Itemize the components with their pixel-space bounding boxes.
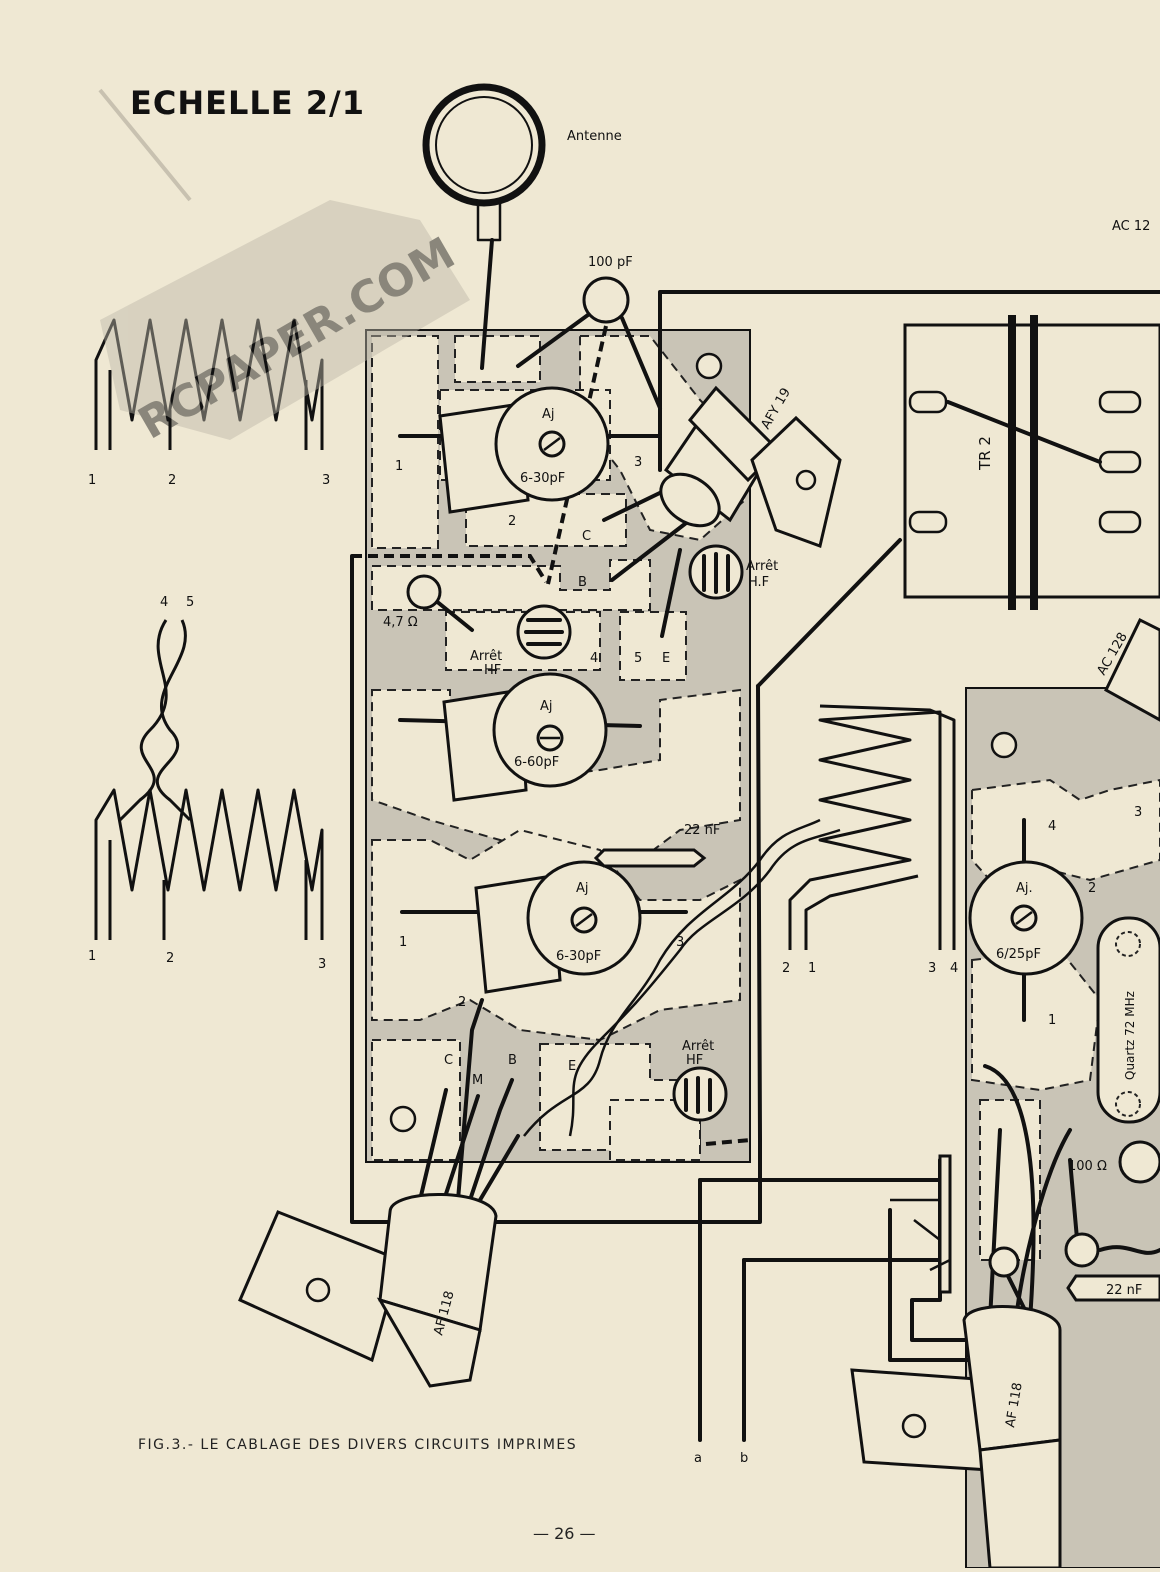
pin-label: E bbox=[662, 651, 670, 666]
coil-pin: 2 bbox=[782, 961, 790, 976]
coil-pin: 1 bbox=[88, 473, 96, 488]
resistor-4-7-ohm: 4,7 Ω bbox=[383, 574, 442, 630]
page-number: — 26 — bbox=[533, 1524, 596, 1543]
transistor-af118-right: AF 118 bbox=[850, 1305, 1062, 1570]
transistor-afy19: AFY 19 bbox=[659, 386, 842, 548]
pin-label: 4 bbox=[1048, 819, 1056, 834]
arret-hf-mid: Arrêt bbox=[470, 649, 502, 664]
arret-hf-bot2: HF bbox=[686, 1053, 703, 1068]
pin-label: 3 bbox=[1134, 805, 1142, 820]
arret-hf-bot: Arrêt bbox=[682, 1039, 714, 1054]
pin-label: 5 bbox=[634, 651, 642, 666]
cap-100pf-label: 100 pF bbox=[588, 255, 633, 270]
coil-top: 1 2 3 bbox=[88, 318, 330, 488]
right-board-pins: 4 2 1 3 bbox=[1048, 805, 1142, 1028]
trimmer3-name: Aj bbox=[576, 881, 589, 896]
hf-choke-top: Arrêt H.F bbox=[688, 544, 778, 600]
coil-middle: 2 1 3 4 bbox=[782, 704, 958, 976]
quartz-crystal: Quartz 72 MHz bbox=[1096, 916, 1160, 1124]
antenna-label: Antenne bbox=[567, 129, 622, 144]
capacitor-100pf: 100 pF bbox=[582, 255, 633, 324]
coil-pin: 1 bbox=[808, 961, 816, 976]
pin-label: 2 bbox=[1088, 881, 1096, 896]
cap-22nf-label: 22 nF bbox=[684, 823, 720, 838]
pin-label: 1 bbox=[1048, 1013, 1056, 1028]
transistor-af118-left: AF 118 bbox=[238, 1193, 498, 1388]
coil-pin: 1 bbox=[88, 949, 96, 964]
coil-pin: 5 bbox=[186, 595, 194, 610]
pin-label: B bbox=[508, 1053, 517, 1068]
capacitor-22nf: 22 nF bbox=[593, 823, 720, 868]
bottom-board-pins: 1 3 2 C M B E bbox=[399, 935, 684, 1088]
pin-label: 4 bbox=[590, 651, 598, 666]
page-title: ECHELLE 2/1 bbox=[130, 84, 365, 122]
coil-pin: 3 bbox=[318, 957, 326, 972]
pin-label: M bbox=[472, 1073, 483, 1088]
pin-label: 3 bbox=[634, 455, 642, 470]
coil-pin: 3 bbox=[322, 473, 330, 488]
trimmer1-value: 6-30pF bbox=[520, 471, 565, 486]
res-100-label: 100 Ω bbox=[1068, 1159, 1107, 1174]
trimmer4-name: Aj. bbox=[1016, 881, 1033, 896]
trimmer-4: Aj. 6/25pF bbox=[968, 818, 1084, 1022]
trimmer4-value: 6/25pF bbox=[996, 947, 1041, 962]
trimmer2-value: 6-60pF bbox=[514, 755, 559, 770]
transformer-tr2: TR 2 bbox=[903, 315, 1160, 610]
coil-pin: 2 bbox=[166, 951, 174, 966]
coil-pin: 2 bbox=[168, 473, 176, 488]
res-47-label: 4,7 Ω bbox=[383, 615, 418, 630]
pin-label: C bbox=[444, 1053, 453, 1068]
mounting-hole bbox=[389, 1105, 417, 1133]
arret-hf-mid2: HF bbox=[484, 663, 501, 678]
pin-label: B bbox=[578, 575, 587, 590]
pin-label: C bbox=[582, 529, 591, 544]
quartz-label: Quartz 72 MHz bbox=[1123, 991, 1137, 1080]
arret-hf-top2: H.F bbox=[748, 575, 769, 590]
trimmer2-name: Aj bbox=[540, 699, 553, 714]
ac12-label: AC 12 bbox=[1112, 219, 1150, 234]
cap-22nf-right-label: 22 nF bbox=[1106, 1283, 1142, 1298]
figure-caption: FIG.3.- LE CABLAGE DES DIVERS CIRCUITS I… bbox=[138, 1437, 578, 1453]
pin-label: 1 bbox=[395, 459, 403, 474]
pin-label: 2 bbox=[458, 995, 466, 1010]
trimmer1-name: Aj bbox=[542, 407, 555, 422]
arret-hf-top: Arrêt bbox=[746, 559, 778, 574]
trimmer3-value: 6-30pF bbox=[556, 949, 601, 964]
mounting-hole bbox=[990, 731, 1018, 759]
mounting-hole bbox=[695, 352, 723, 380]
antenna-loop: Antenne bbox=[422, 83, 622, 242]
resistor-100-ohm: 100 Ω bbox=[1064, 1159, 1107, 1268]
trimmer-1: Aj 6-30pF bbox=[398, 386, 662, 514]
pin-label: 1 bbox=[399, 935, 407, 950]
coil-bottom: 4 5 1 2 3 bbox=[88, 595, 326, 972]
pin-label: E bbox=[568, 1059, 576, 1074]
capacitor-right-2 bbox=[988, 1140, 1160, 1278]
coil-pin: 4 bbox=[950, 961, 958, 976]
coil-pin: 4 bbox=[160, 595, 168, 610]
pin-label: 2 bbox=[508, 514, 516, 529]
hf-choke-bottom: Arrêt HF bbox=[672, 1039, 728, 1122]
terminal-b: b bbox=[740, 1451, 748, 1466]
capacitor-22nf-right: 22 nF bbox=[1066, 1274, 1160, 1302]
top-board-pins: 1 3 2 C B 4 5 E bbox=[395, 455, 670, 666]
trimmer-2: Aj 6-60pF bbox=[398, 672, 642, 802]
terminal-a: a bbox=[694, 1451, 702, 1466]
pin-label: 3 bbox=[676, 935, 684, 950]
hf-choke-mid: Arrêt HF bbox=[470, 604, 572, 678]
trimmer-3: Aj 6-30pF bbox=[400, 860, 688, 994]
coil-pin: 3 bbox=[928, 961, 936, 976]
right-connector bbox=[890, 1154, 952, 1294]
tr2-label: TR 2 bbox=[976, 436, 994, 471]
